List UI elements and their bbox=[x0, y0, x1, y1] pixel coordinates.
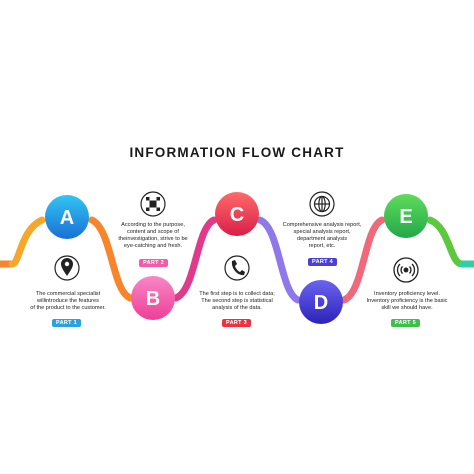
step-d-line: department analysis bbox=[296, 236, 348, 242]
step-a-circle bbox=[45, 195, 89, 239]
flow-segment-a-left bbox=[8, 216, 46, 268]
step-d-part-badge: PART 4 bbox=[308, 258, 337, 266]
step-a-part-badge: PART 1 bbox=[52, 319, 81, 327]
step-b-line: According to the purpose, bbox=[121, 222, 185, 228]
step-e-line: skill we should have. bbox=[381, 305, 433, 311]
broadcast-icon bbox=[393, 257, 419, 283]
step-e-line: Inventory proficiency level. bbox=[374, 291, 440, 297]
flow-path bbox=[0, 216, 474, 304]
step-e-line: Inventory proficiency is the basic bbox=[366, 298, 448, 304]
step-e-description: Inventory proficiency level. Inventory p… bbox=[358, 291, 456, 312]
step-b-part-badge: PART 2 bbox=[139, 259, 168, 267]
step-c-line: The first step is to collect data; bbox=[199, 291, 275, 297]
step-a-line: of the product to the customer. bbox=[30, 305, 106, 311]
step-a-letter: A bbox=[60, 207, 74, 229]
step-d-description: Comprehensive analysis report, special a… bbox=[274, 222, 370, 250]
step-a-line: willintroduce the features bbox=[37, 298, 99, 304]
network-nodes-icon bbox=[140, 191, 166, 217]
globe-icon bbox=[309, 191, 335, 217]
step-b-description: According to the purpose, content and sc… bbox=[108, 222, 198, 250]
step-c-letter: C bbox=[230, 204, 244, 226]
step-d-line: special analysis report, bbox=[293, 229, 351, 235]
step-a-line: The commercial specialist bbox=[35, 291, 101, 297]
step-b-circle bbox=[131, 276, 175, 320]
step-d-line: Comprehensive analysis report, bbox=[282, 222, 362, 228]
flow-segment-d-right bbox=[340, 216, 386, 304]
step-b-letter: B bbox=[146, 288, 160, 310]
step-e-part-badge: PART 5 bbox=[391, 319, 420, 327]
phone-icon bbox=[224, 255, 250, 281]
chart-title: INFORMATION FLOW CHART bbox=[129, 145, 345, 160]
step-c-part-badge: PART 3 bbox=[222, 319, 251, 327]
step-b-line: content and scope of bbox=[127, 229, 179, 235]
flow-segment-c-right bbox=[256, 216, 302, 304]
step-d-letter: D bbox=[314, 292, 328, 314]
location-pin-icon bbox=[54, 255, 80, 281]
step-c-circle bbox=[215, 192, 259, 236]
step-b-line: theinvestigation, strive to be bbox=[118, 236, 188, 242]
step-a-description: The commercial specialist willintroduce … bbox=[22, 291, 114, 312]
step-d-line: report, etc. bbox=[308, 243, 336, 249]
flow-segment-e-right bbox=[426, 216, 466, 268]
step-e-circle bbox=[384, 194, 428, 238]
step-c-line: The second step is statistical bbox=[201, 298, 273, 304]
step-c-line: analysis of the data. bbox=[212, 305, 262, 311]
step-e-letter: E bbox=[399, 206, 412, 228]
flow-segment-a-right bbox=[88, 216, 134, 302]
step-d-circle bbox=[299, 280, 343, 324]
step-c-description: The first step is to collect data; The s… bbox=[190, 291, 284, 312]
step-b-line: eye-catching and fresh. bbox=[123, 243, 183, 249]
flow-segment-b-right bbox=[172, 216, 218, 302]
